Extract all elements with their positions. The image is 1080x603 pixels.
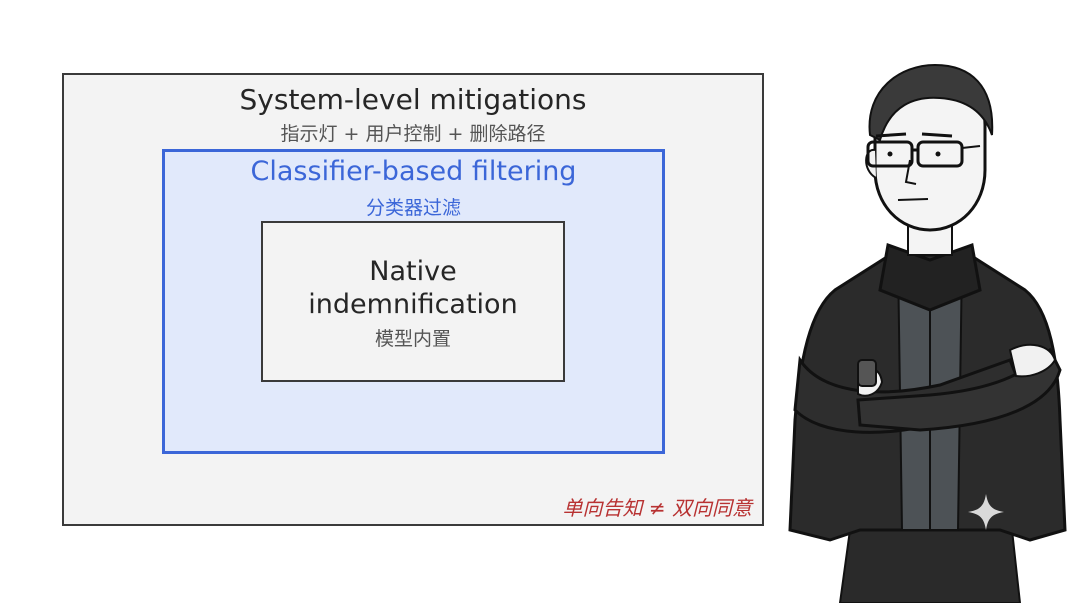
- inner-layer-box: [261, 221, 565, 382]
- middle-layer-title: Classifier-based filtering: [250, 156, 577, 187]
- inner-layer-subtitle: 模型内置: [374, 328, 451, 350]
- footnote-text: 单向告知 ≠ 双向同意: [562, 496, 752, 520]
- middle-layer-subtitle: 分类器过滤: [365, 197, 461, 219]
- outer-layer-title: System-level mitigations: [239, 83, 587, 116]
- presenter-illustration: [788, 63, 1067, 603]
- outer-layer-subtitle: 指示灯 + 用户控制 + 删除路径: [280, 123, 546, 145]
- sparkle-icon: [968, 494, 1004, 530]
- inner-layer-title: Native indemnification: [308, 256, 518, 320]
